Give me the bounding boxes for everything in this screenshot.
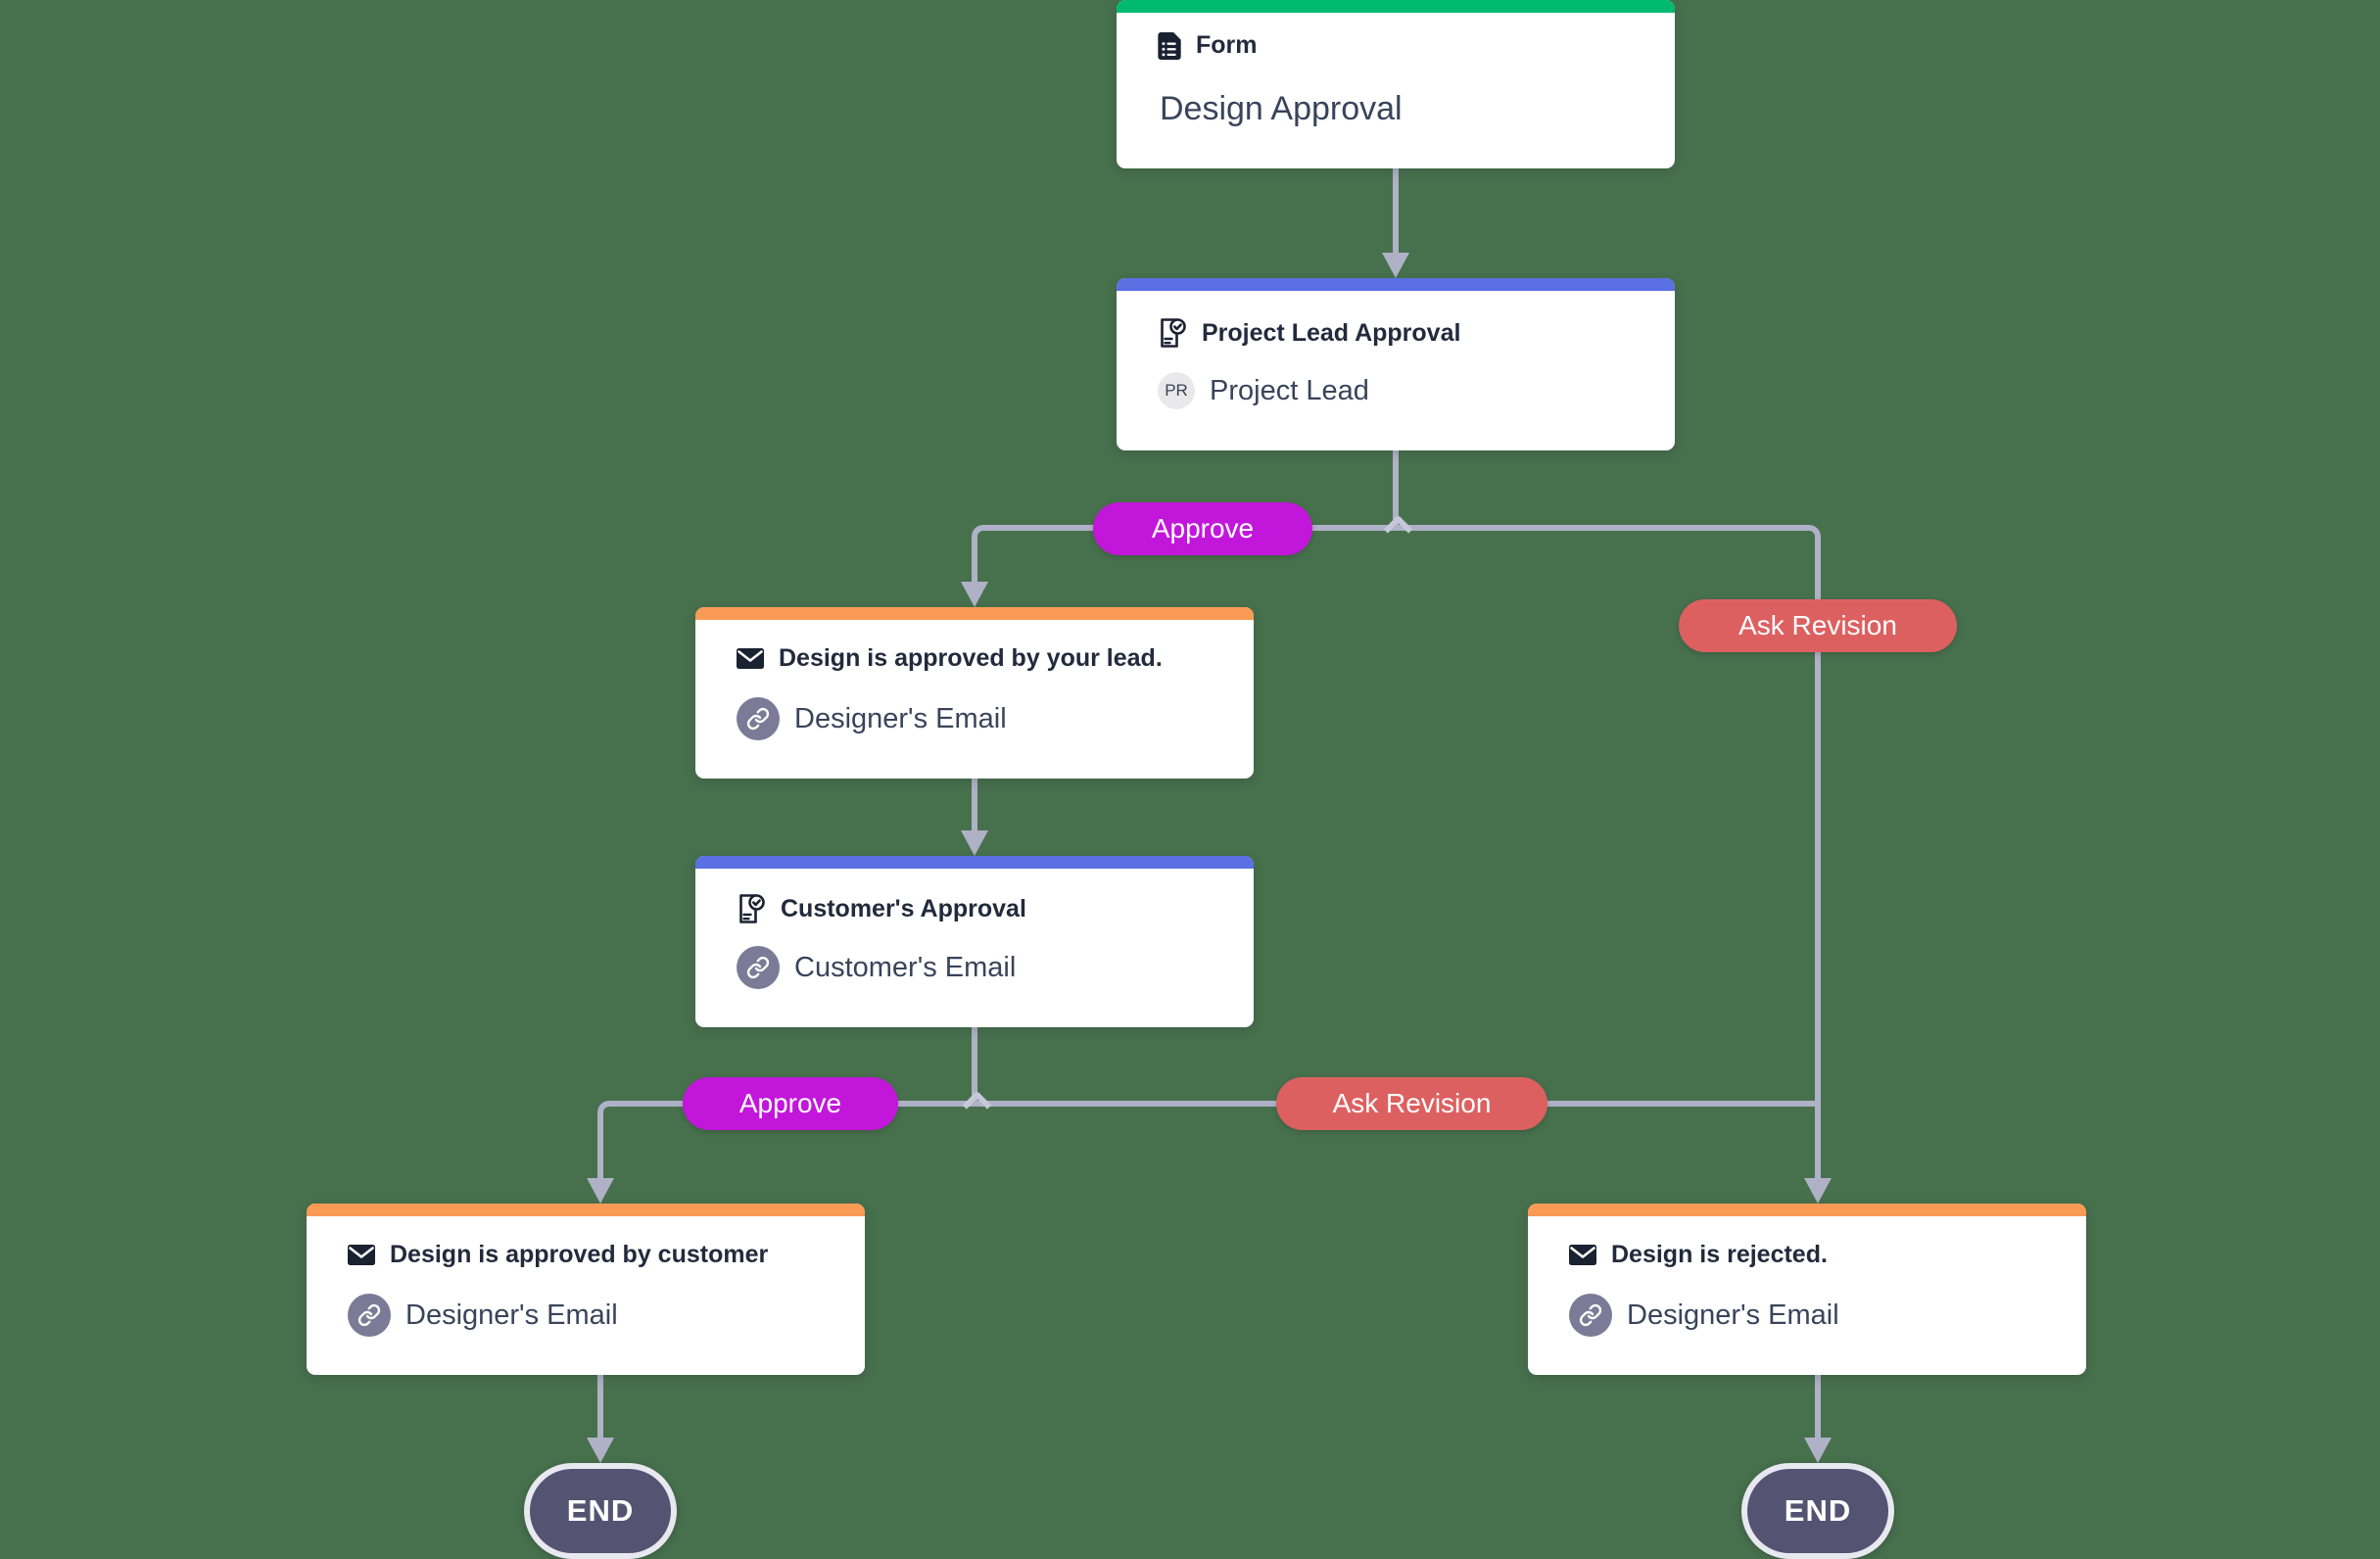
- branch-ask-revision-pill-2[interactable]: Ask Revision: [1276, 1077, 1547, 1130]
- envelope-icon: [348, 1245, 375, 1265]
- arrowhead-into-email-customer: [587, 1178, 614, 1204]
- branch-ask-revision-pill[interactable]: Ask Revision: [1679, 599, 1957, 652]
- connector-approve-drop: [972, 547, 977, 582]
- approver-email: Customer's Email: [794, 951, 1017, 983]
- connector-customer-down: [972, 1026, 977, 1101]
- approval-node-title: Customer's Approval: [781, 894, 1026, 922]
- envelope-icon: [1569, 1245, 1596, 1265]
- form-accent-bar: [1117, 0, 1675, 13]
- arrowhead-into-end-left: [587, 1438, 614, 1463]
- approval-accent-bar: [695, 856, 1254, 869]
- email-node-title: Design is approved by customer: [390, 1241, 769, 1268]
- form-icon: [1158, 31, 1181, 60]
- arrowhead-into-end-right: [1804, 1438, 1832, 1463]
- approval-node-title: Project Lead Approval: [1202, 318, 1461, 347]
- approval-icon: [737, 893, 766, 924]
- merge-caret-lead: [1383, 514, 1413, 544]
- connector-to-end-left: [597, 1374, 603, 1438]
- node-kind-label: Form: [1196, 31, 1258, 59]
- branch-approve-pill-2[interactable]: Approve: [683, 1077, 898, 1130]
- node-customer-approval[interactable]: Customer's Approval Customer's Email: [695, 856, 1254, 1027]
- link-icon: [737, 697, 780, 740]
- arrowhead-into-customer-approval: [961, 830, 988, 856]
- merge-caret-customer: [962, 1090, 992, 1120]
- connector-elbow-right: [1797, 525, 1821, 548]
- connector-to-end-right: [1815, 1374, 1821, 1438]
- node-project-lead-approval[interactable]: Project Lead Approval PR Project Lead: [1117, 278, 1675, 450]
- branch-approve-pill[interactable]: Approve: [1093, 502, 1312, 555]
- link-icon: [348, 1294, 391, 1337]
- node-form[interactable]: Form Design Approval: [1117, 0, 1675, 168]
- email-accent-bar: [695, 607, 1254, 620]
- assignee-name: Project Lead: [1210, 374, 1369, 406]
- node-email-rejected[interactable]: Design is rejected. Designer's Email: [1528, 1204, 2086, 1375]
- approval-accent-bar: [1117, 278, 1675, 291]
- arrowhead-into-email-rejected: [1804, 1178, 1832, 1204]
- email-accent-bar: [307, 1204, 865, 1216]
- email-accent-bar: [1528, 1204, 2086, 1216]
- connector-ask-revision-vertical: [1815, 547, 1821, 1178]
- end-node-left[interactable]: END: [524, 1463, 677, 1559]
- connector-approve2-drop: [597, 1124, 603, 1178]
- email-recipient: Designer's Email: [405, 1299, 618, 1331]
- email-node-title: Design is approved by your lead.: [779, 644, 1163, 672]
- connector-lead-branch-horizontal: [993, 525, 1802, 531]
- form-node-title: Design Approval: [1160, 90, 1403, 127]
- end-node-right[interactable]: END: [1741, 1463, 1894, 1559]
- email-recipient: Designer's Email: [794, 702, 1007, 734]
- node-email-approved-by-customer[interactable]: Design is approved by customer Designer'…: [307, 1204, 865, 1375]
- arrowhead-into-lead-approval: [1382, 253, 1409, 278]
- arrowhead-into-email-lead: [961, 582, 988, 607]
- link-icon: [1569, 1294, 1612, 1337]
- connector-elbow-left: [972, 525, 995, 548]
- email-recipient: Designer's Email: [1627, 1299, 1839, 1331]
- link-icon: [737, 946, 780, 989]
- assignee-avatar: PR: [1158, 372, 1195, 409]
- email-node-title: Design is rejected.: [1611, 1241, 1828, 1268]
- connector-customer-branch-horizontal: [621, 1101, 1815, 1107]
- envelope-icon: [737, 648, 764, 669]
- connector-email-to-customer: [972, 778, 977, 830]
- approval-icon: [1158, 317, 1187, 349]
- connector-form-to-lead: [1393, 167, 1399, 254]
- node-email-approved-by-lead[interactable]: Design is approved by your lead. Designe…: [695, 607, 1254, 779]
- connector-lead-down: [1393, 449, 1399, 531]
- connector-elbow-left-2: [597, 1101, 621, 1124]
